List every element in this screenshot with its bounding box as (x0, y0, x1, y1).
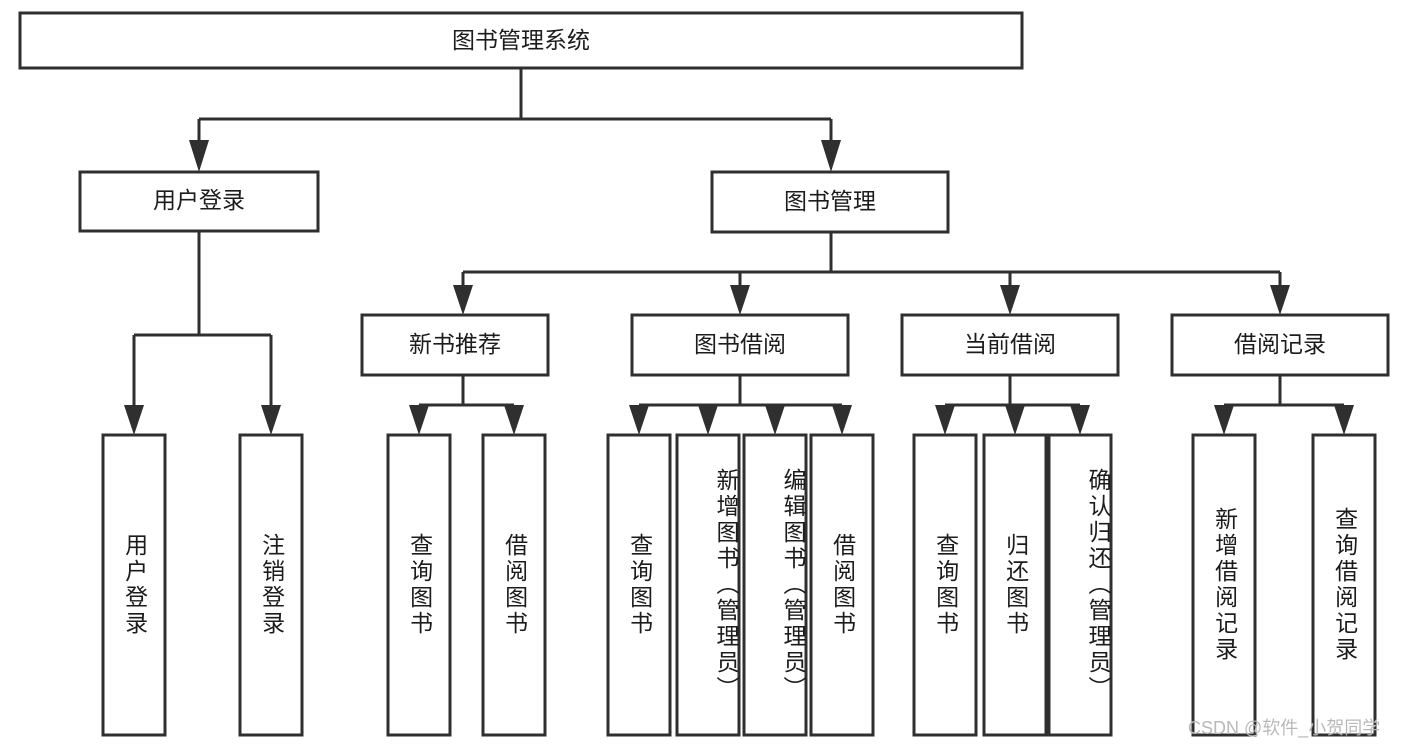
connector-group-book-borrow (629, 375, 852, 435)
connector-group-book-management (453, 232, 1290, 315)
node-label-new-book-recommend: 新书推荐 (409, 331, 501, 357)
node-label-user-login: 用户登录 (153, 187, 245, 213)
connector-group-new-book-recommend (409, 375, 524, 435)
node-box-new-book-recommend[interactable] (360, 313, 550, 377)
node-label-book-borrow: 图书借阅 (694, 331, 786, 357)
node-box-book-borrow[interactable] (630, 313, 850, 377)
node-box-leaf-confirm-return-admin[interactable] (1047, 433, 1113, 737)
node-box-leaf-edit-book-admin[interactable] (742, 433, 808, 737)
arrowhead-leaf-add-book-admin (698, 405, 718, 435)
node-box-leaf-user-login[interactable] (101, 433, 167, 737)
connector-group-borrow-record (1214, 375, 1354, 435)
connector-group-current-borrow (935, 375, 1090, 435)
arrowhead-leaf-edit-book-admin (765, 405, 785, 435)
node-box-leaf-query-book-recommend[interactable] (386, 433, 452, 737)
node-box-leaf-logout-login[interactable] (238, 433, 304, 737)
arrowhead-leaf-user-login (124, 405, 144, 435)
node-box-leaf-borrow-book-recommend[interactable] (481, 433, 547, 737)
node-label-root: 图书管理系统 (452, 27, 590, 53)
node-box-leaf-query-book-current[interactable] (912, 433, 978, 737)
arrowhead-current-borrow (1000, 285, 1020, 315)
arrowhead-book-management (821, 140, 841, 172)
arrowhead-leaf-query-book-recommend (409, 405, 429, 435)
connector-group-root (189, 68, 841, 172)
arrowhead-leaf-borrow-book (832, 405, 852, 435)
arrowhead-leaf-return-book (1005, 405, 1025, 435)
node-box-leaf-return-book[interactable] (982, 433, 1048, 737)
node-label-borrow-record: 借阅记录 (1234, 331, 1326, 357)
node-box-leaf-add-borrow-record[interactable] (1191, 433, 1257, 737)
node-box-leaf-query-book-borrow[interactable] (606, 433, 672, 737)
arrowhead-leaf-query-borrow-record (1334, 405, 1354, 435)
arrowhead-leaf-confirm-return-admin (1070, 405, 1090, 435)
arrowhead-leaf-borrow-book-recommend (504, 405, 524, 435)
arrowhead-new-book-recommend (453, 285, 473, 315)
arrowhead-leaf-logout-login (261, 405, 281, 435)
node-box-leaf-query-borrow-record[interactable] (1311, 433, 1377, 737)
node-label-book-management: 图书管理 (784, 188, 876, 214)
arrowhead-book-borrow (730, 285, 750, 315)
node-label-current-borrow: 当前借阅 (964, 331, 1056, 357)
arrowhead-user-login (189, 140, 209, 172)
node-box-current-borrow[interactable] (900, 313, 1120, 377)
connector-group-user-login (124, 231, 281, 435)
arrowhead-leaf-query-book-borrow (629, 405, 649, 435)
node-box-user-login[interactable] (78, 170, 320, 233)
node-box-borrow-record[interactable] (1170, 313, 1390, 377)
node-box-book-management[interactable] (710, 170, 950, 234)
node-box-leaf-add-book-admin[interactable] (675, 433, 741, 737)
node-box-root[interactable] (18, 11, 1024, 70)
watermark-text: CSDN @软件_小贺同学 (1188, 718, 1381, 738)
arrowhead-leaf-add-borrow-record (1214, 405, 1234, 435)
node-box-leaf-borrow-book[interactable] (809, 433, 875, 737)
arrowhead-borrow-record (1270, 285, 1290, 315)
arrowhead-leaf-query-book-current (935, 405, 955, 435)
